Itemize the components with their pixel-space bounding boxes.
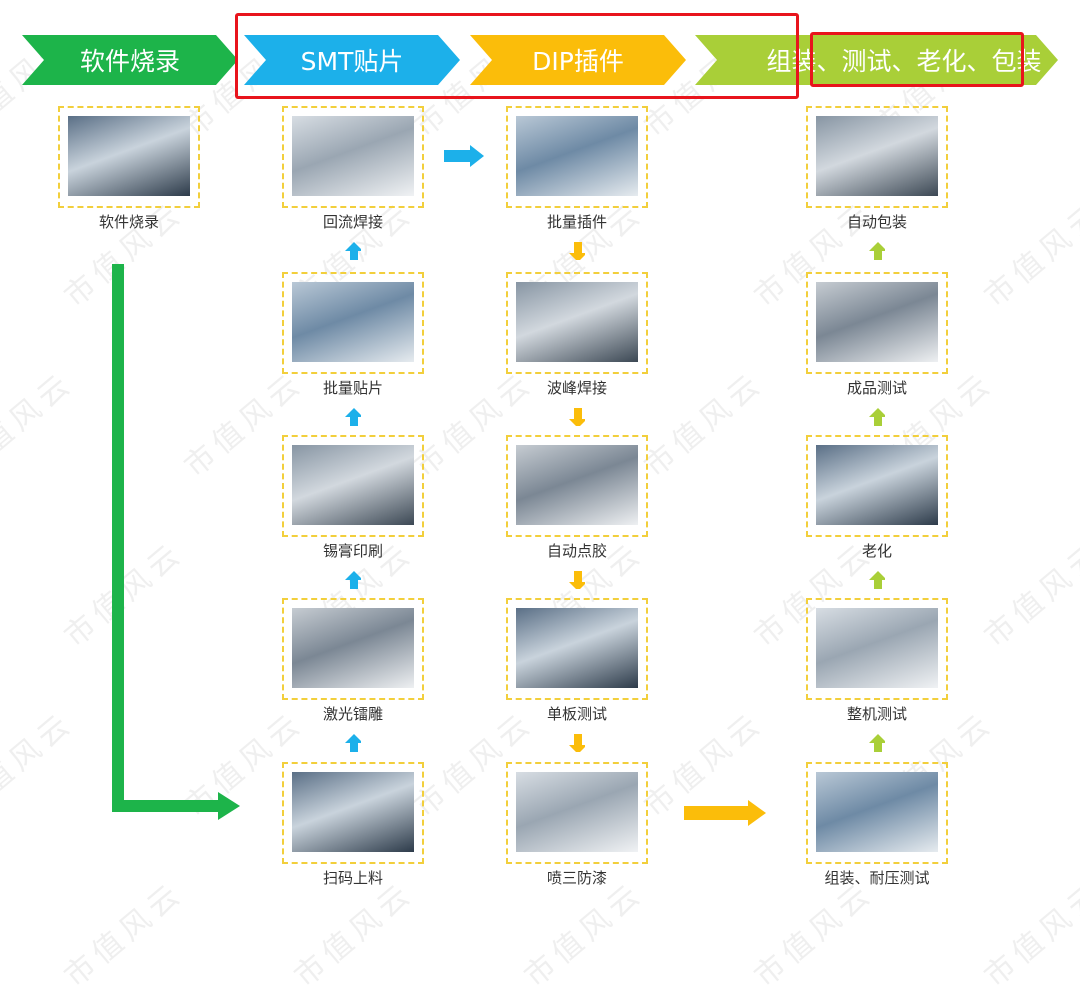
arrow-up-icon (345, 734, 361, 752)
arrow-up-icon (869, 734, 885, 752)
step-photo (292, 282, 414, 362)
arrow-down-icon (569, 571, 585, 589)
yellow-right-arrow (684, 800, 766, 826)
arrow-up-icon (345, 408, 361, 426)
arrow-down-icon (569, 408, 585, 426)
step-card (282, 598, 424, 700)
stage-label: 软件烧录 (79, 47, 180, 76)
step-label: 自动点胶 (546, 542, 607, 560)
step-photo (816, 608, 938, 688)
step-label: 扫码上料 (322, 869, 383, 887)
arrow-up-icon (869, 408, 885, 426)
watermark-text: 市值风云 (977, 194, 1080, 315)
step-photo (816, 116, 938, 196)
step-label: 单板测试 (546, 705, 607, 723)
green-connector-arrow (112, 264, 240, 820)
step-label: 喷三防漆 (546, 869, 607, 887)
step-label: 激光镭雕 (322, 705, 383, 723)
step-card (282, 762, 424, 864)
stage-label: DIP插件 (532, 47, 624, 76)
highlight-box-test (810, 32, 1024, 87)
step-card (506, 106, 648, 208)
step-photo (816, 445, 938, 525)
step-card (806, 598, 948, 700)
step-photo (292, 116, 414, 196)
step-photo (516, 445, 638, 525)
step-label: 整机测试 (846, 705, 907, 723)
step-card (282, 106, 424, 208)
highlight-box-smt-dip (235, 13, 799, 99)
stage-assembly-test: 组装、测试、老化、包装 (695, 35, 1058, 85)
step-label: 波峰焊接 (546, 379, 607, 397)
arrow-down-icon (569, 734, 585, 752)
step-label: 组装、耐压测试 (824, 869, 930, 887)
step-card (506, 435, 648, 537)
step-card (806, 272, 948, 374)
step-label: 锡膏印刷 (322, 542, 383, 560)
step-label: 批量贴片 (322, 379, 383, 397)
step-label: 批量插件 (546, 213, 607, 231)
step-label: 老化 (861, 542, 892, 560)
step-card (58, 106, 200, 208)
stage-software-burning: 软件烧录 (22, 35, 238, 85)
stage-label: SMT贴片 (300, 47, 404, 76)
step-photo (68, 116, 190, 196)
step-label: 回流焊接 (322, 213, 383, 231)
step-card (282, 435, 424, 537)
step-card (506, 762, 648, 864)
step-photo (292, 772, 414, 852)
step-photo (516, 608, 638, 688)
step-photo (516, 116, 638, 196)
step-photo (816, 282, 938, 362)
watermark-text: 市值风云 (977, 874, 1080, 995)
step-card (806, 106, 948, 208)
arrow-down-icon (569, 242, 585, 260)
blue-right-arrow (444, 145, 484, 167)
step-label: 自动包装 (846, 213, 907, 231)
watermark-text: 市值风云 (57, 874, 191, 995)
step-photo (516, 282, 638, 362)
watermark-text: 市值风云 (0, 704, 81, 825)
watermark-text: 市值风云 (0, 364, 81, 485)
arrow-up-icon (869, 242, 885, 260)
step-label: 软件烧录 (98, 213, 159, 231)
step-photo (292, 608, 414, 688)
step-card (806, 435, 948, 537)
stage-smt: SMT贴片 (244, 35, 460, 85)
step-label: 成品测试 (846, 379, 907, 397)
step-photo (516, 772, 638, 852)
arrow-up-icon (345, 242, 361, 260)
step-photo (292, 445, 414, 525)
step-photo (816, 772, 938, 852)
stage-dip: DIP插件 (470, 35, 686, 85)
step-card (506, 272, 648, 374)
step-card (806, 762, 948, 864)
watermark-text: 市值风云 (977, 534, 1080, 655)
step-card (282, 272, 424, 374)
arrow-up-icon (869, 571, 885, 589)
step-card (506, 598, 648, 700)
arrow-up-icon (345, 571, 361, 589)
